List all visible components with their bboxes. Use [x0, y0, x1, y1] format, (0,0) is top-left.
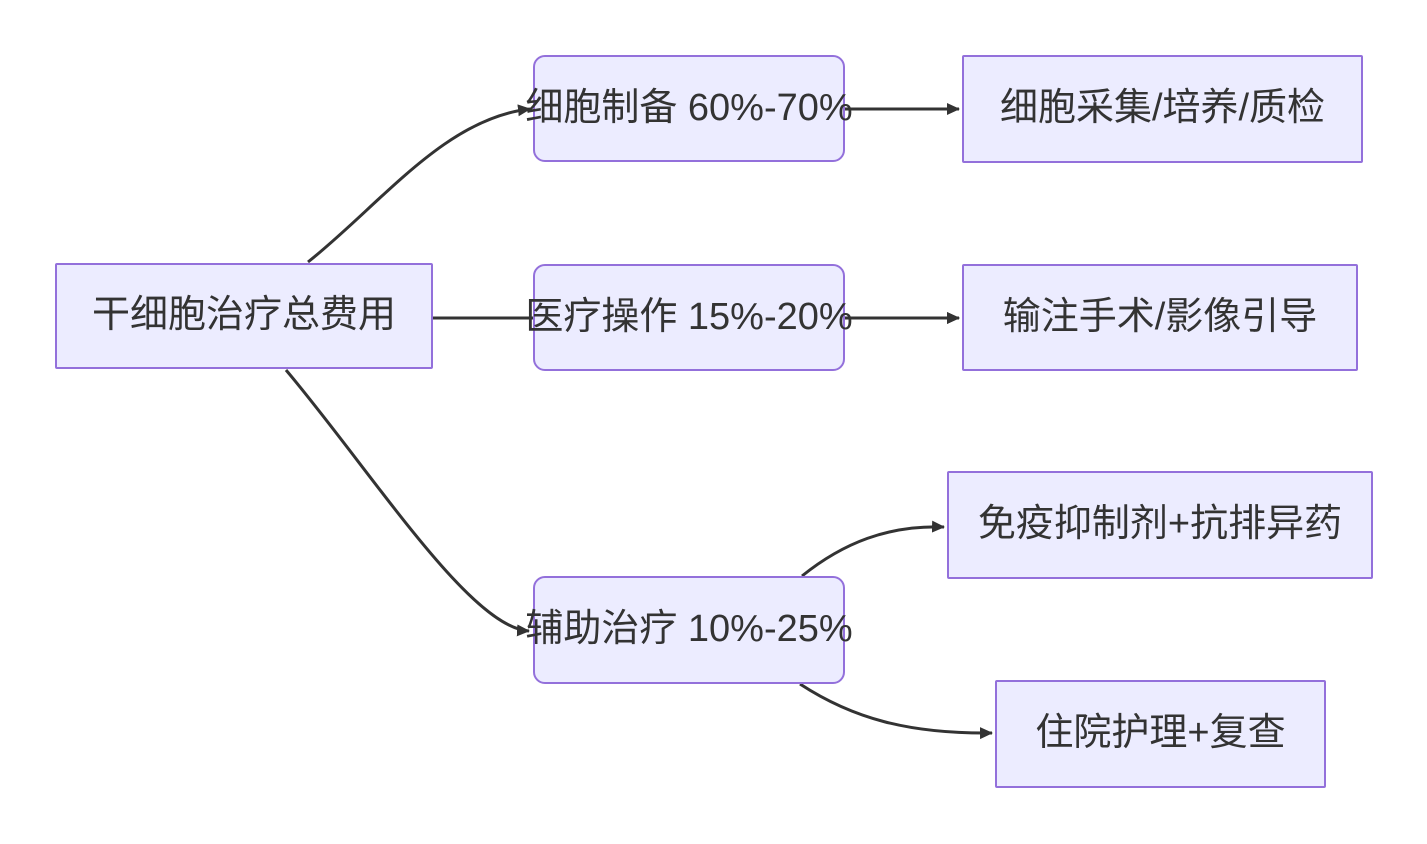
node-infusion-imaging: 输注手术/影像引导	[962, 264, 1358, 371]
node-cell-collection-culture-qc: 细胞采集/培养/质检	[962, 55, 1363, 163]
node-immunosuppressants-label: 免疫抑制剂+抗排异药	[977, 503, 1343, 546]
edge-root-to-adjuvant-therapy	[284, 369, 530, 637]
node-cell-collection-culture-qc-label: 细胞采集/培养/质检	[999, 87, 1326, 130]
node-adjuvant-therapy: 辅助治疗 10%-25%	[525, 576, 853, 684]
node-infusion-imaging-label: 输注手术/影像引导	[1002, 295, 1318, 338]
node-cell-preparation: 细胞制备 60%-70%	[525, 55, 853, 162]
edge-root-to-cell-preparation	[307, 104, 531, 264]
node-medical-operations: 医疗操作 15%-20%	[525, 264, 853, 371]
node-immunosuppressants: 免疫抑制剂+抗排异药	[947, 471, 1373, 579]
node-medical-operations-label: 医疗操作 15%-20%	[525, 295, 853, 338]
node-adjuvant-therapy-label: 辅助治疗 10%-25%	[525, 608, 853, 651]
edge-adjuvant-to-immunosuppressants	[801, 520, 945, 578]
node-total-cost-label: 干细胞治疗总费用	[91, 294, 396, 337]
node-hospital-care-review-label: 住院护理+复查	[1035, 712, 1286, 755]
node-cell-preparation-label: 细胞制备 60%-70%	[525, 86, 853, 129]
node-hospital-care-review: 住院护理+复查	[995, 680, 1326, 788]
node-total-cost: 干细胞治疗总费用	[55, 263, 433, 369]
edge-adjuvant-to-hospital-care	[799, 682, 993, 740]
